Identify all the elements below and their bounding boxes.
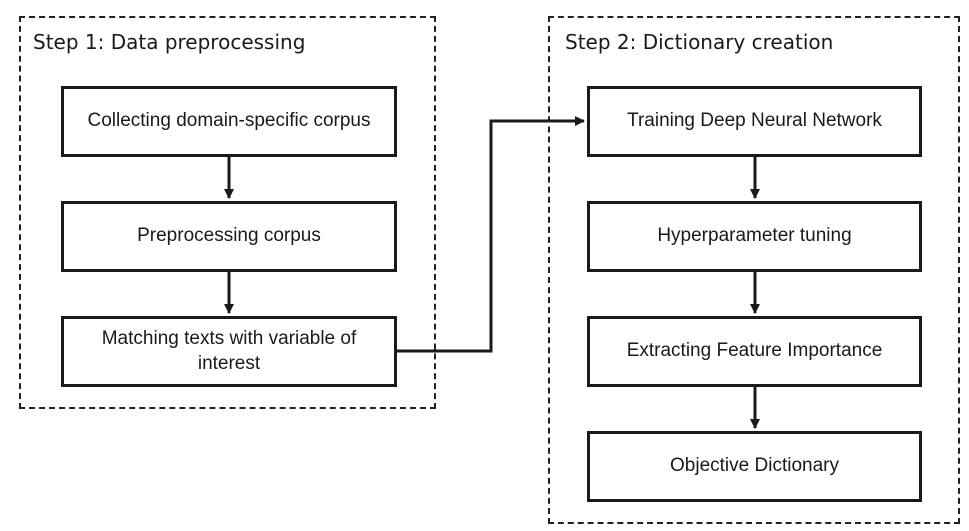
box-hyperparameter-tuning: Hyperparameter tuning — [587, 201, 922, 272]
step-1-title: Step 1: Data preprocessing — [33, 30, 306, 54]
box-collecting-corpus: Collecting domain-specific corpus — [61, 86, 397, 157]
box-objective-dictionary: Objective Dictionary — [587, 431, 922, 502]
box-training-network: Training Deep Neural Network — [587, 86, 922, 157]
box-preprocessing-corpus: Preprocessing corpus — [61, 201, 397, 272]
box-matching-texts: Matching texts with variable of interest — [61, 316, 397, 387]
box-extracting-feature-importance: Extracting Feature Importance — [587, 316, 922, 387]
step-2-title: Step 2: Dictionary creation — [565, 30, 834, 54]
step-2-frame — [548, 16, 960, 524]
step-1-frame — [19, 16, 436, 409]
arrow-matching-to-training — [397, 116, 585, 353]
